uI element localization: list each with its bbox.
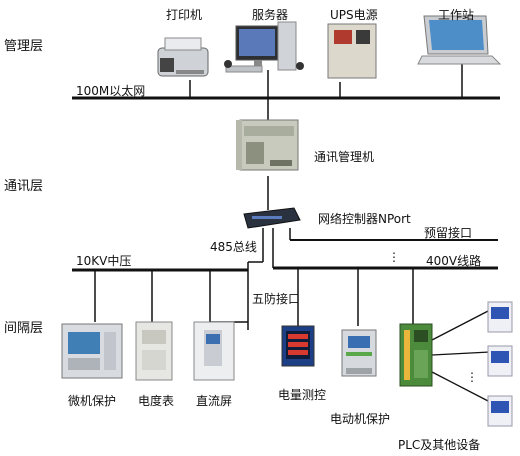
- breaker-icon-2: [487, 345, 513, 377]
- breaker-icon-3: [487, 395, 513, 427]
- ups-icon: [327, 23, 377, 79]
- plc-branch-ellipsis: ⋮: [466, 370, 478, 384]
- server-label: 服务器: [252, 8, 289, 22]
- comm-manager-icon: [236, 119, 299, 171]
- bus-ellipsis: ⋮: [388, 250, 400, 264]
- plc-label: PLC及其他设备: [398, 438, 481, 452]
- meter-label: 电度表: [138, 394, 175, 408]
- motor-protection-label: 电动机保护: [330, 412, 391, 426]
- printer-label: 打印机: [166, 8, 203, 22]
- dc-panel-icon: [193, 321, 235, 381]
- server-icon: [224, 21, 304, 73]
- power-monitor-icon: [281, 325, 315, 367]
- microprotection-label: 微机保护: [68, 394, 117, 408]
- ups-label: UPS电源: [330, 8, 378, 22]
- microprotection-icon: [61, 323, 123, 379]
- workstation-label: 工作站: [438, 8, 475, 22]
- reserved-port-label: 预留接口: [424, 226, 473, 240]
- layer-label-communication: 通讯层: [4, 179, 44, 194]
- plc-module-icon: [399, 323, 433, 387]
- nport-controller-icon: [243, 207, 301, 229]
- power-monitor-label: 电量测控: [278, 388, 327, 402]
- anti-misoperation-label: 五防接口: [252, 292, 301, 306]
- workstation-laptop-icon: [417, 15, 502, 65]
- line-400v-label: 400V线路: [426, 254, 482, 268]
- breaker-icon-1: [487, 301, 513, 333]
- printer-icon: [157, 37, 209, 77]
- dc-panel-label: 直流屏: [196, 394, 233, 408]
- nport-label: 网络控制器NPort: [318, 212, 411, 226]
- voltage-10kv-label: 10KV中压: [76, 254, 132, 268]
- ethernet-label: 100M以太网: [76, 84, 146, 98]
- motor-protection-icon: [341, 329, 377, 377]
- layer-label-interval: 间隔层: [4, 321, 44, 336]
- comm-manager-label: 通讯管理机: [314, 150, 375, 164]
- meter-panel-icon: [135, 321, 173, 381]
- layer-label-management: 管理层: [4, 39, 44, 54]
- bus-485-label: 485总线: [210, 240, 257, 254]
